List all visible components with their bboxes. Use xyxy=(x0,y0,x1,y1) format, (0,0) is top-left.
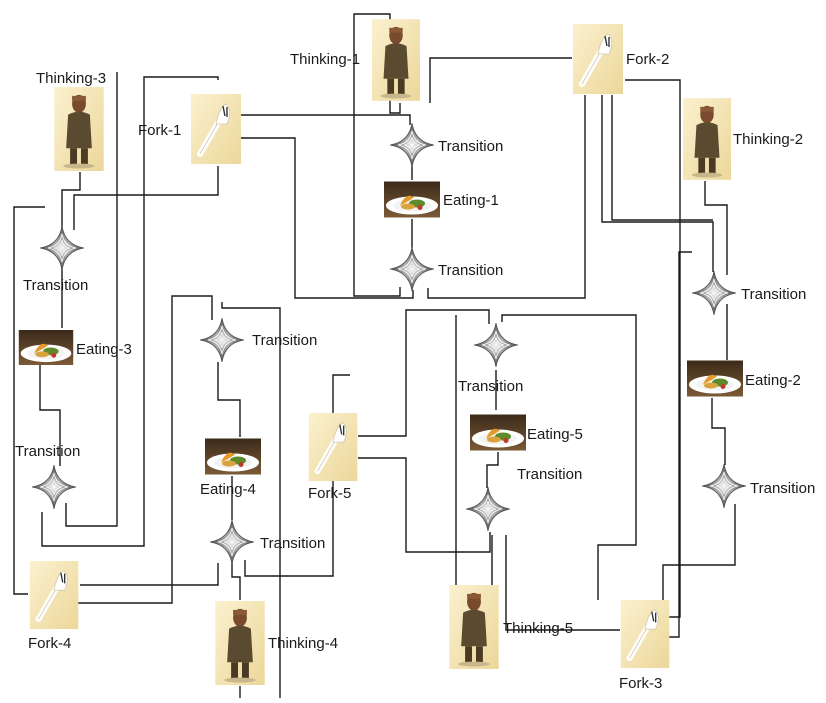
transition-diamond-icon xyxy=(32,465,76,509)
transition-diamond-icon xyxy=(692,271,736,315)
transition-diamond-icon xyxy=(210,520,254,564)
dinner-plate-icon xyxy=(18,330,74,365)
thinking-1-node: Thinking-1 xyxy=(290,19,420,101)
dinner-plate-icon xyxy=(384,181,440,218)
fork-1-label: Fork-1 xyxy=(138,122,181,139)
transition-label: Transition xyxy=(458,378,523,395)
thinking-4-label: Thinking-4 xyxy=(268,635,338,652)
dinner-plate-icon xyxy=(470,414,526,451)
transition-label: Transition xyxy=(438,262,503,279)
eating-2-node: Eating-2 xyxy=(687,360,801,397)
eating-3-node: Eating-3 xyxy=(18,330,132,365)
eating-2-label: Eating-2 xyxy=(745,372,801,389)
fork-4-node: Fork-4 xyxy=(28,561,78,652)
transition-node: Transition xyxy=(466,466,582,531)
transition-label: Transition xyxy=(517,466,582,483)
fork-2-label: Fork-2 xyxy=(626,51,669,68)
transition-diamond-icon xyxy=(200,318,244,362)
philosopher-icon xyxy=(683,98,731,180)
transition-diamond-icon xyxy=(474,323,518,367)
eating-5-label: Eating-5 xyxy=(527,426,583,443)
fork-icon xyxy=(30,561,79,629)
fork-3-node: Fork-3 xyxy=(619,600,669,692)
transition-diamond-icon xyxy=(390,247,434,291)
transition-diamond-icon xyxy=(40,226,84,270)
fork-2-node: Fork-2 xyxy=(573,24,669,94)
transition-node: Transition xyxy=(200,318,317,362)
dinner-plate-icon xyxy=(687,360,743,397)
dinner-plate-icon xyxy=(205,438,261,475)
transition-node: Transition xyxy=(458,323,523,395)
transition-node: Transition xyxy=(692,271,806,315)
transition-label: Transition xyxy=(750,480,815,497)
transition-label: Transition xyxy=(15,443,80,460)
thinking-5-label: Thinking-5 xyxy=(503,620,573,637)
transition-node: Transition xyxy=(390,123,503,167)
fork-icon xyxy=(309,413,358,481)
philosopher-icon xyxy=(449,585,499,669)
arcs xyxy=(13,13,736,698)
fork-4-label: Fork-4 xyxy=(28,635,71,652)
fork-icon xyxy=(573,24,623,94)
fork-icon xyxy=(621,600,670,668)
thinking-5-node: Thinking-5 xyxy=(449,585,573,669)
transition-diamond-icon xyxy=(390,123,434,167)
transition-label: Transition xyxy=(252,332,317,349)
transition-label: Transition xyxy=(260,535,325,552)
eating-4-node: Eating-4 xyxy=(200,438,261,498)
transition-node: Transition xyxy=(210,520,325,564)
fork-1-node: Fork-1 xyxy=(138,94,241,164)
transition-diamond-icon xyxy=(466,487,510,531)
thinking-3-label: Thinking-3 xyxy=(36,70,106,87)
transition-label: Transition xyxy=(741,286,806,303)
transition-node: Transition xyxy=(390,247,503,291)
philosopher-icon xyxy=(54,87,104,171)
thinking-4-node: Thinking-4 xyxy=(215,601,338,685)
thinking-3-node: Thinking-3 xyxy=(36,70,106,171)
transition-label: Transition xyxy=(23,277,88,294)
transition-node: Transition xyxy=(15,443,80,509)
fork-5-label: Fork-5 xyxy=(308,485,351,502)
fork-3-label: Fork-3 xyxy=(619,675,662,692)
transition-label: Transition xyxy=(438,138,503,155)
fork-icon xyxy=(191,94,241,164)
eating-4-label: Eating-4 xyxy=(200,481,256,498)
eating-1-node: Eating-1 xyxy=(384,181,499,218)
thinking-1-label: Thinking-1 xyxy=(290,51,360,68)
eating-1-label: Eating-1 xyxy=(443,192,499,209)
transition-node: Transition xyxy=(23,226,88,294)
thinking-2-label: Thinking-2 xyxy=(733,131,803,148)
transition-diamond-icon xyxy=(702,464,746,508)
fork-5-node: Fork-5 xyxy=(308,413,357,502)
eating-3-label: Eating-3 xyxy=(76,341,132,358)
philosopher-icon xyxy=(372,19,420,101)
transition-node: Transition xyxy=(702,464,815,508)
eating-5-node: Eating-5 xyxy=(470,414,583,451)
philosopher-icon xyxy=(215,601,265,685)
thinking-2-node: Thinking-2 xyxy=(683,98,803,180)
